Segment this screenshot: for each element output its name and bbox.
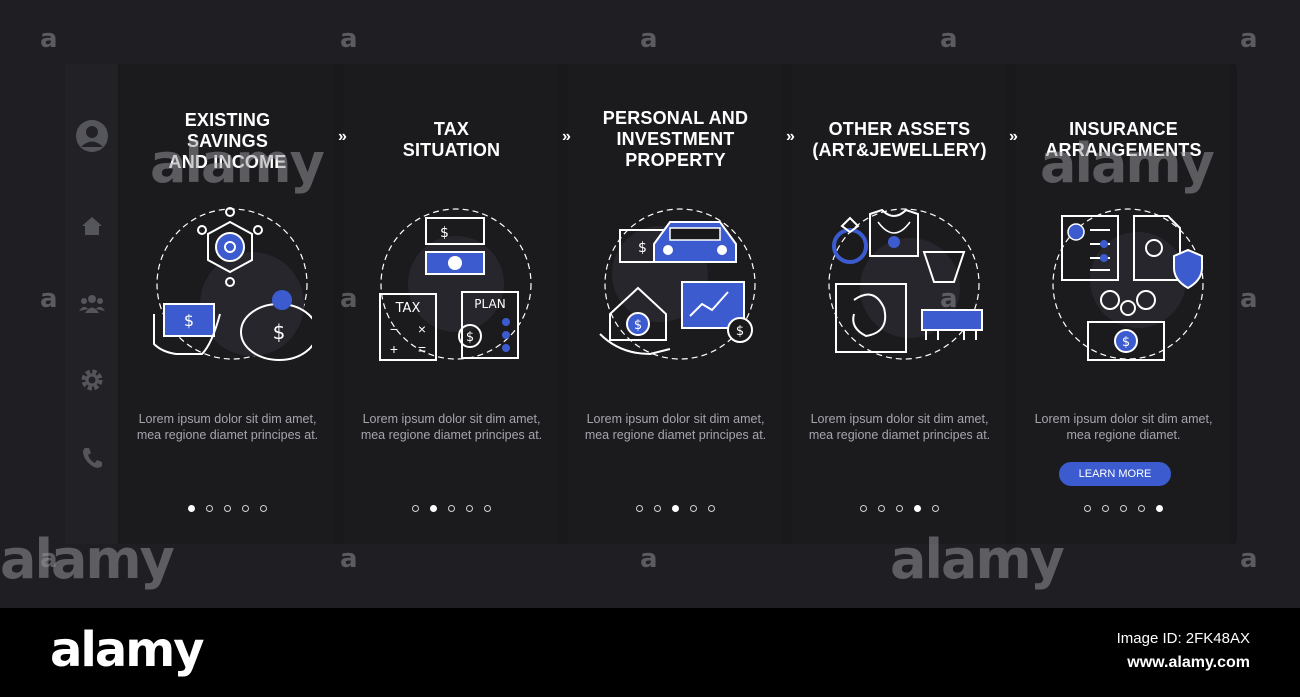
page-dot[interactable] (1102, 505, 1109, 512)
group-icon[interactable] (65, 292, 118, 316)
watermark-icon: a (40, 24, 58, 54)
pagination-dots (1016, 505, 1231, 512)
image-id: Image ID: 2FK48AX (1116, 630, 1250, 647)
page-dot[interactable] (188, 505, 195, 512)
watermark-icon: a (340, 284, 358, 314)
svg-text:$: $ (466, 330, 474, 345)
pagination-dots (568, 505, 783, 512)
watermark-icon: a (940, 284, 958, 314)
watermark-icon: a (1240, 284, 1258, 314)
watermark-logo: alamy (0, 528, 175, 591)
card-insurance: INSURANCE ARRANGEMENTS $ Lorem ipsum dol… (1016, 64, 1231, 544)
page-dot[interactable] (1084, 505, 1091, 512)
page-dot[interactable] (430, 505, 437, 512)
page-dot[interactable] (206, 505, 213, 512)
svg-text:PLAN: PLAN (474, 297, 505, 311)
svg-text:$: $ (736, 324, 744, 339)
page-dot[interactable] (654, 505, 661, 512)
footer-logo: alamy (50, 622, 205, 678)
watermark-icon: a (1240, 24, 1258, 54)
watermark-icon: a (940, 24, 958, 54)
page-dot[interactable] (1138, 505, 1145, 512)
pagination-dots (120, 505, 335, 512)
tax-plan-illustration: $ TAX − × + = PLAN $ (366, 204, 536, 374)
watermark-icon: a (40, 284, 58, 314)
page-dot[interactable] (636, 505, 643, 512)
svg-text:=: = (418, 341, 426, 357)
page-dot[interactable] (484, 505, 491, 512)
page-dot[interactable] (860, 505, 867, 512)
page-dot[interactable] (448, 505, 455, 512)
svg-text:$: $ (273, 320, 286, 344)
page-dot[interactable] (708, 505, 715, 512)
svg-text:$: $ (634, 318, 642, 333)
svg-text:−: − (390, 321, 398, 337)
watermark-icon: a (640, 24, 658, 54)
home-icon[interactable] (65, 214, 118, 238)
page-dot[interactable] (932, 505, 939, 512)
footer-url[interactable]: www.alamy.com (1127, 654, 1250, 671)
page-dot[interactable] (1120, 505, 1127, 512)
sidebar (65, 64, 118, 544)
page-dot[interactable] (1156, 505, 1163, 512)
page-dot[interactable] (878, 505, 885, 512)
watermark-logo: alamy (890, 528, 1065, 591)
user-icon[interactable] (65, 119, 118, 153)
art-jewellery-illustration (814, 204, 984, 374)
page-dot[interactable] (914, 505, 921, 512)
page-dot[interactable] (260, 505, 267, 512)
page-dot[interactable] (896, 505, 903, 512)
page-dot[interactable] (672, 505, 679, 512)
card-tax: TAX SITUATION $ TAX − × + = PLAN $ Lorem… (344, 64, 559, 544)
svg-text:×: × (418, 321, 426, 337)
card-title: PERSONAL AND INVESTMENT PROPERTY (602, 108, 749, 170)
chevron-right-icon: » (338, 128, 347, 145)
chevron-right-icon: » (1009, 128, 1018, 145)
card-property: PERSONAL AND INVESTMENT PROPERTY $ $ $ L… (568, 64, 783, 544)
card-description: Lorem ipsum dolor sit dim amet, mea regi… (584, 412, 767, 442)
savings-income-illustration: $ $ (142, 204, 318, 374)
property-car-illustration: $ $ $ (590, 204, 760, 374)
card-savings: EXISTING SAVINGS AND INCOME $ $ Lorem ip… (120, 64, 335, 544)
insurance-illustration: $ (1038, 204, 1208, 374)
page-dot[interactable] (466, 505, 473, 512)
watermark-logo: alamy (150, 132, 325, 195)
page-dot[interactable] (242, 505, 249, 512)
watermark-logo: alamy (1040, 132, 1215, 195)
card-title: OTHER ASSETS (ART&JEWELLERY) (812, 119, 987, 160)
card-title: INSURANCE ARRANGEMENTS (1045, 119, 1202, 160)
chevron-right-icon: » (786, 128, 795, 145)
watermark-icon: a (40, 544, 58, 574)
card-description: Lorem ipsum dolor sit dim amet, mea regi… (1034, 412, 1213, 442)
page-dot[interactable] (412, 505, 419, 512)
svg-text:TAX: TAX (395, 301, 421, 316)
card-title: TAX SITUATION (402, 119, 501, 160)
page-dot[interactable] (690, 505, 697, 512)
pagination-dots (344, 505, 559, 512)
watermark-icon: a (640, 544, 658, 574)
card-description: Lorem ipsum dolor sit dim amet, mea regi… (360, 412, 543, 442)
page-dot[interactable] (224, 505, 231, 512)
svg-text:$: $ (638, 240, 647, 256)
footer-bar: alamy Image ID: 2FK48AX www.alamy.com (0, 608, 1300, 697)
phone-icon[interactable] (65, 446, 118, 470)
pagination-dots (792, 505, 1007, 512)
watermark-icon: a (340, 544, 358, 574)
learn-more-button[interactable]: LEARN MORE (1059, 462, 1171, 486)
card-assets: OTHER ASSETS (ART&JEWELLERY) Lorem ipsum… (792, 64, 1007, 544)
watermark-icon: a (340, 24, 358, 54)
svg-text:$: $ (184, 311, 194, 330)
svg-text:$: $ (440, 225, 449, 241)
settings-icon[interactable] (65, 368, 118, 392)
card-description: Lorem ipsum dolor sit dim amet, mea regi… (136, 412, 319, 442)
card-description: Lorem ipsum dolor sit dim amet, mea regi… (808, 412, 991, 442)
svg-text:$: $ (1122, 335, 1130, 350)
chevron-right-icon: » (562, 128, 571, 145)
card-title: EXISTING SAVINGS AND INCOME (168, 110, 287, 172)
svg-text:+: + (390, 341, 398, 357)
watermark-icon: a (1240, 544, 1258, 574)
